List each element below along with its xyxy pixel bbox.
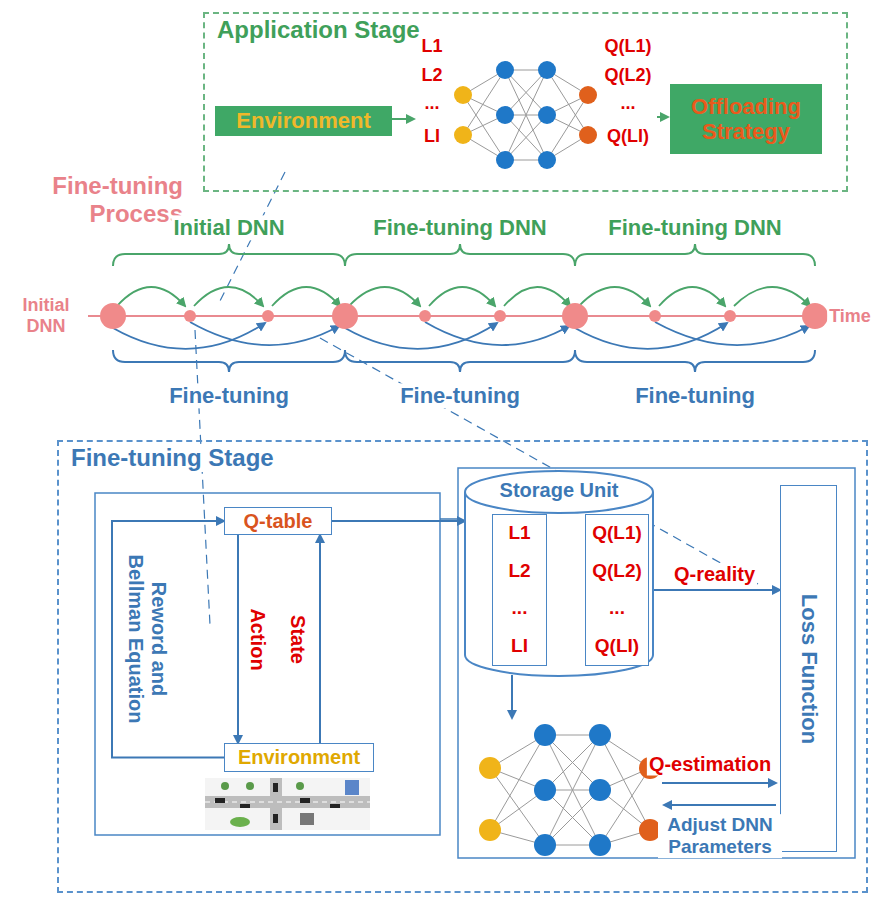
storage-cylinder: Storage UnitL1L2... LI Q(L1) Q(L2)... Q(LI) — [464, 470, 654, 677]
node-text: Offloading Strategy — [674, 94, 818, 145]
timeline — [88, 315, 828, 317]
node-text: LI — [511, 635, 528, 658]
road-illustration — [205, 778, 370, 830]
connector — [237, 535, 239, 743]
frame — [458, 468, 855, 858]
bracket — [113, 244, 815, 266]
loss-box: Loss Function — [780, 485, 837, 852]
arrow — [440, 518, 458, 520]
node-text: Q-table — [244, 510, 313, 533]
bracket — [113, 350, 815, 372]
node-text: L2 — [508, 560, 530, 583]
frame — [95, 493, 440, 835]
connector — [332, 520, 465, 522]
text-label: Q-estimation — [647, 753, 773, 776]
text-label: Fine-tuning — [633, 383, 757, 408]
environment-box: Environment — [215, 106, 392, 136]
node-text: Application Stage — [215, 16, 422, 44]
text-label: Fine-tuning DNN — [371, 215, 549, 240]
node-text: Environment — [236, 108, 370, 133]
arrow — [657, 116, 668, 118]
edge-label: Q-reality — [672, 563, 757, 586]
text-label: L1 — [419, 36, 444, 57]
text-label: Q(L1) — [603, 36, 654, 57]
arrow — [662, 782, 776, 784]
text-label: LI — [422, 126, 442, 147]
text-label: Adjust DNN Parameters — [658, 814, 782, 858]
node-text: ... — [512, 597, 528, 620]
strategy-box: Offloading Strategy — [670, 84, 822, 154]
arrow — [664, 804, 776, 806]
text-label: ... — [618, 93, 637, 114]
neural-network — [454, 61, 661, 856]
text-label: Q(LI) — [605, 126, 651, 147]
text-label: Fine-tuning DNN — [606, 215, 784, 240]
text-label: ... — [422, 93, 441, 114]
arrow — [390, 118, 414, 120]
connector — [112, 521, 224, 758]
node-text: Storage Unit — [464, 479, 654, 502]
timeline-arcs — [100, 287, 828, 349]
text-label: Fine-tuning — [398, 383, 522, 408]
node-text: Q(L2) — [592, 560, 642, 583]
stage-frame: Application StageEnvironment Offloading S… — [203, 12, 848, 192]
edge-label: Action — [246, 606, 269, 672]
node-text: ... — [609, 597, 625, 620]
data-column: Q(L1) Q(L2)... Q(LI) — [585, 514, 649, 666]
node-text: Q(L1) — [592, 522, 642, 545]
text-label: Fine-tuning Process — [5, 172, 185, 227]
node-text: Loss Function — [796, 593, 822, 743]
text-label: Time — [827, 306, 873, 327]
arrow — [511, 675, 513, 718]
environment-box: Environment — [224, 743, 374, 772]
text-label: Initial DNN — [171, 215, 286, 240]
text-label: Fine-tuning — [167, 383, 291, 408]
text-label: Initial DNN — [14, 295, 78, 336]
node-text: Q(LI) — [595, 635, 639, 658]
node-text: Fine-tuning Stage — [69, 444, 276, 472]
text-label: Q(L2) — [603, 65, 654, 86]
text-label: L2 — [419, 65, 444, 86]
edge-label: State — [286, 613, 309, 666]
node-text: L1 — [508, 522, 530, 545]
q-table-box: Q-table — [224, 507, 332, 535]
data-column: L1L2... LI — [492, 514, 547, 666]
edge-label: Reword and Bellman Equation — [124, 547, 170, 731]
connector — [649, 589, 780, 591]
leader-line — [195, 330, 210, 625]
connector — [319, 535, 321, 743]
node-text: Environment — [238, 746, 360, 769]
